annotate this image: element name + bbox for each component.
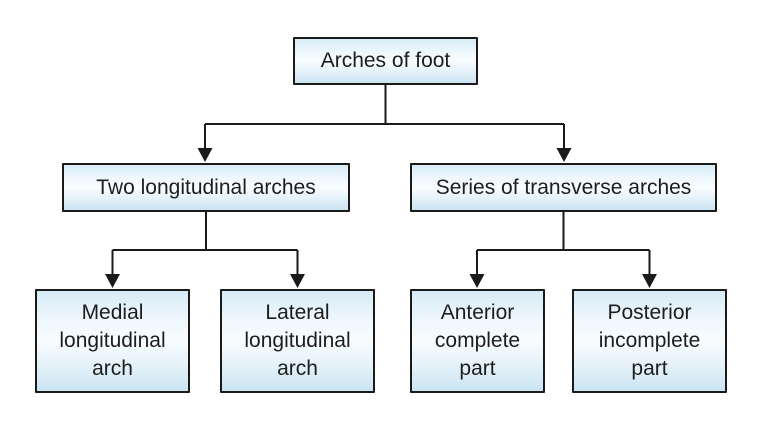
node-label: Anterior complete part xyxy=(434,301,521,380)
node-series-of-transverse-arches: Series of transverse arches xyxy=(410,163,717,212)
node-posterior-incomplete-part: Posterior incomplete part xyxy=(572,289,727,393)
arrow-down-icon xyxy=(105,274,120,288)
arrow-down-icon xyxy=(290,274,305,288)
arrow-down-icon xyxy=(197,148,213,162)
node-two-longitudinal-arches: Two longitudinal arches xyxy=(62,163,350,212)
node-arches-of-foot: Arches of foot xyxy=(293,37,478,85)
node-lateral-longitudinal-arch: Lateral longitudinal arch xyxy=(220,289,375,393)
connector-longitudinal-to-leaves xyxy=(111,212,299,275)
connector-transverse-to-leaves xyxy=(476,212,651,275)
node-label: Lateral longitudinal arch xyxy=(244,301,351,380)
node-anterior-complete-part: Anterior complete part xyxy=(410,289,545,393)
arrow-down-icon xyxy=(642,274,657,288)
arrow-down-icon xyxy=(469,274,485,288)
node-label: Medial longitudinal arch xyxy=(59,301,166,380)
connector-root-to-level2 xyxy=(204,85,565,149)
node-label: Posterior incomplete part xyxy=(598,301,701,380)
node-medial-longitudinal-arch: Medial longitudinal arch xyxy=(35,289,190,393)
arrow-down-icon xyxy=(556,148,572,162)
